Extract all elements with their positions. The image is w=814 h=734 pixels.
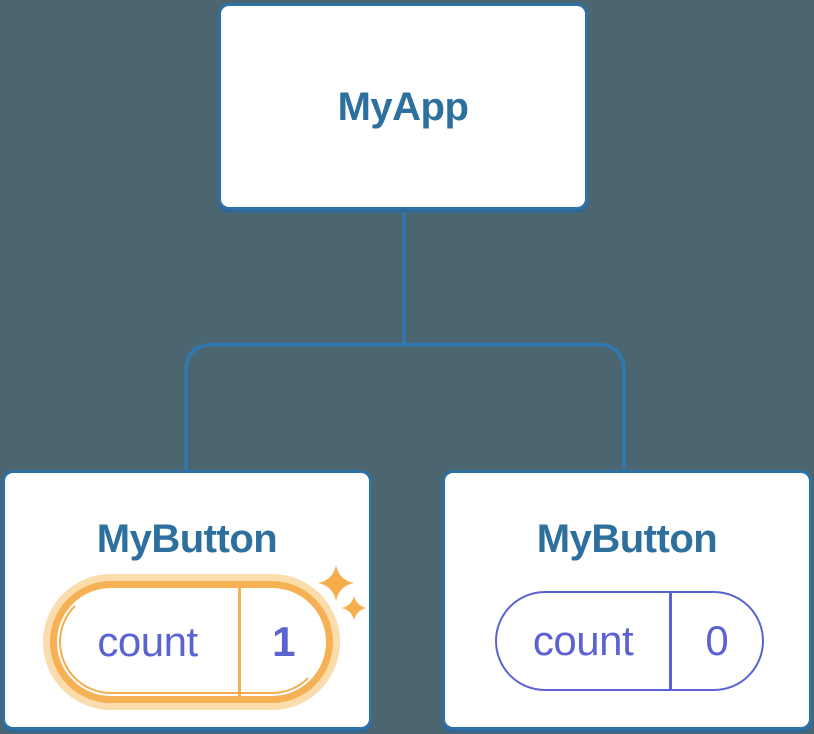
node-mybutton-updated-label: MyButton xyxy=(96,517,278,561)
node-myapp: MyApp xyxy=(218,3,588,210)
state-pill-highlighted: count 1 xyxy=(50,581,333,703)
state-key-cell: count xyxy=(57,588,238,696)
node-mybutton-default-label: MyButton xyxy=(536,517,718,561)
state-value-cell: 0 xyxy=(672,593,763,689)
state-value-label: 0 xyxy=(705,617,729,664)
state-value-label: 1 xyxy=(272,618,295,665)
state-key-cell: count xyxy=(497,593,669,689)
state-value-cell: 1 xyxy=(241,588,326,696)
state-key-label: count xyxy=(532,617,634,664)
sparkle-icon xyxy=(318,565,366,620)
state-key-label: count xyxy=(97,618,198,665)
state-pill-divider xyxy=(669,593,672,689)
node-myapp-label: MyApp xyxy=(337,84,469,129)
state-pill-default: count 0 xyxy=(495,591,764,691)
connector-branch xyxy=(184,342,626,471)
node-mybutton-default: MyButton count 0 xyxy=(442,470,812,730)
node-mybutton-updated: MyButton count 1 xyxy=(2,470,372,730)
state-pill-divider xyxy=(238,588,241,696)
